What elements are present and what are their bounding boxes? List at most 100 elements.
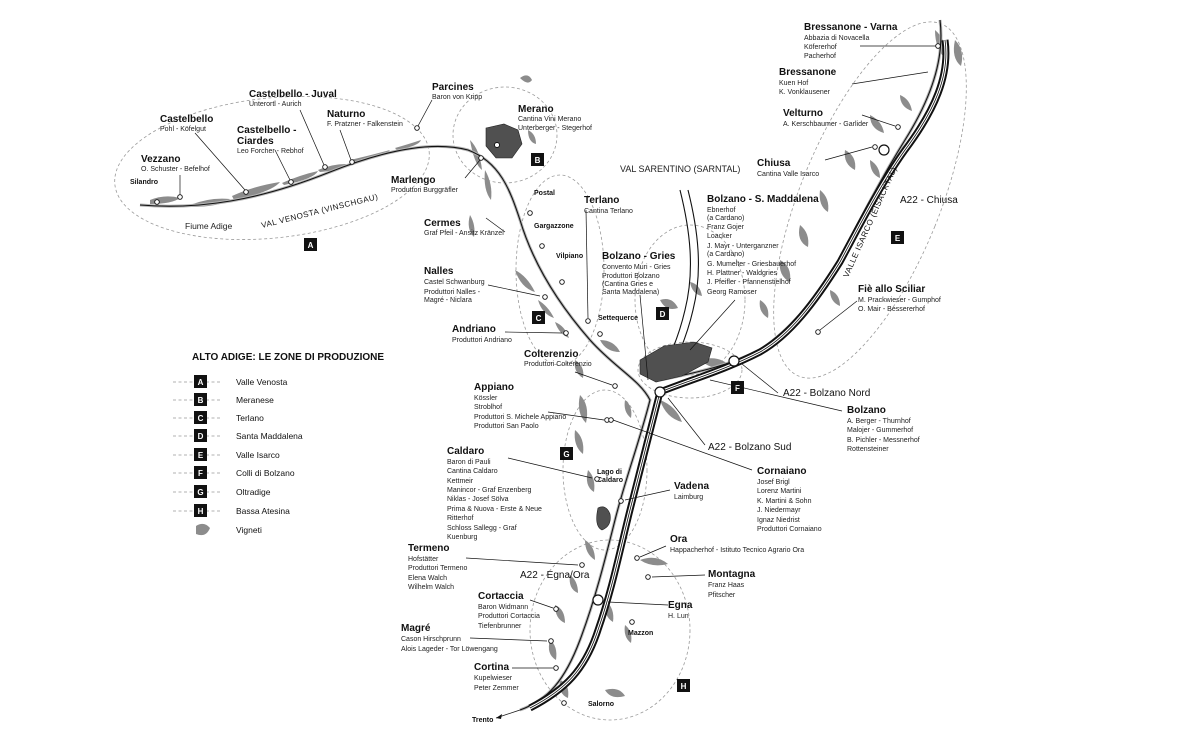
legend-item-vineyards: Vigneti	[196, 523, 262, 536]
svg-text:A. Berger - Thurnhof: A. Berger - Thurnhof	[847, 418, 911, 425]
svg-text:Peter Zemmer: Peter Zemmer	[474, 685, 519, 692]
place-lago-caldaro: Lago di	[597, 469, 622, 476]
svg-text:Parcines: Parcines	[432, 82, 474, 93]
vineyard-swatch-icon	[196, 523, 210, 536]
label-castelbello-ciardes: Castelbello - Ciardes Leo Forcher - Rebh…	[237, 125, 304, 155]
road-label-bolzano-nord: A22 - Bolzano Nord	[783, 388, 870, 399]
svg-text:Produttori S. Michele Appiano: Produttori S. Michele Appiano	[474, 414, 566, 421]
svg-text:F: F	[735, 384, 740, 393]
svg-text:Alois Lageder - Tor Löwengang: Alois Lageder - Tor Löwengang	[401, 646, 498, 653]
place-lago-caldaro-2: Caldaro	[597, 477, 623, 484]
legend-item-a: A Valle Venosta	[173, 375, 288, 388]
label-magre: Magré Cason Hirschprunn Alois Lageder - …	[401, 623, 498, 653]
svg-text:Nalles: Nalles	[424, 266, 454, 277]
svg-text:Georg Ramoser: Georg Ramoser	[707, 289, 757, 296]
svg-text:Kössler: Kössler	[474, 395, 498, 402]
svg-text:Castelbello -: Castelbello -	[237, 125, 296, 136]
svg-text:Terlano: Terlano	[236, 413, 264, 423]
svg-text:Produttori Burggräfler: Produttori Burggräfler	[391, 187, 459, 194]
svg-text:Marlengo: Marlengo	[391, 175, 435, 186]
svg-text:G. Mumelter - Griesbauerhof: G. Mumelter - Griesbauerhof	[707, 261, 796, 268]
svg-text:Cermes: Cermes	[424, 218, 461, 229]
label-cortaccia: Cortaccia Baron Widmann Produttori Corta…	[478, 591, 540, 630]
svg-text:Ora: Ora	[670, 534, 688, 545]
label-nalles: Nalles Castel Schwanburg Produttori Nall…	[424, 266, 485, 304]
svg-text:Produttori Cornaiano: Produttori Cornaiano	[757, 526, 822, 533]
valley-label-sarentino: VAL SARENTINO (SARNTAL)	[620, 164, 740, 174]
svg-text:G: G	[197, 488, 203, 497]
label-colterenzio: Colterenzio Produttori Colterenzio	[524, 349, 592, 368]
svg-text:Bolzano: Bolzano	[847, 405, 886, 416]
label-bolzano-santa-maddalena: Bolzano - S. Maddalena Ebnerhof (a Carda…	[707, 194, 819, 296]
legend-item-h: H Bassa Atesina	[173, 504, 290, 517]
svg-text:Produttori Andriano: Produttori Andriano	[452, 337, 512, 344]
svg-text:E: E	[198, 451, 204, 460]
svg-text:Termeno: Termeno	[408, 543, 450, 554]
svg-text:O. Schuster - Befelhof: O. Schuster - Befelhof	[141, 166, 210, 173]
svg-text:Castel Schwanburg: Castel Schwanburg	[424, 279, 485, 286]
svg-text:Laimburg: Laimburg	[674, 494, 703, 501]
valley-label-venosta: VAL VENOSTA (VINSCHGAU)	[260, 192, 379, 230]
legend-item-e: E Valle Isarco	[173, 448, 280, 461]
label-marlengo: Marlengo Produttori Burggräfler	[391, 175, 459, 194]
town-bolzano	[639, 341, 713, 383]
river-label-adige: Fiume Adige	[185, 221, 233, 231]
svg-text:Produttori Bolzano: Produttori Bolzano	[602, 273, 660, 280]
label-cortina: Cortina Kupelwieser Peter Zemmer	[474, 662, 519, 692]
zone-marker-d: D	[656, 307, 669, 320]
svg-text:Kuen Hof: Kuen Hof	[779, 80, 808, 87]
legend-item-f: F Colli di Bolzano	[173, 466, 295, 479]
zone-outline-g	[562, 389, 648, 551]
svg-text:Castelbello: Castelbello	[160, 114, 213, 125]
svg-text:Lorenz Martini: Lorenz Martini	[757, 488, 802, 495]
svg-text:K. Vonklausener: K. Vonklausener	[779, 89, 831, 96]
svg-text:Produttori Cortaccia: Produttori Cortaccia	[478, 613, 540, 620]
svg-text:Ritterhof: Ritterhof	[447, 515, 474, 522]
junction-chiusa	[878, 144, 890, 156]
svg-text:C: C	[198, 414, 204, 423]
svg-text:Cortina: Cortina	[474, 662, 509, 673]
svg-text:Pacherhof: Pacherhof	[804, 53, 836, 60]
zone-outline-c	[515, 174, 605, 366]
label-caldaro: Caldaro Baron di Pauli Cantina Caldaro K…	[447, 446, 542, 541]
svg-text:H: H	[198, 507, 204, 516]
leader-lines	[177, 43, 941, 671]
legend-item-d: D Santa Maddalena	[173, 429, 303, 442]
svg-text:Oltradige: Oltradige	[236, 487, 271, 497]
svg-text:Köfererhof: Köfererhof	[804, 44, 837, 51]
svg-text:Vigneti: Vigneti	[236, 525, 262, 535]
label-montagna: Montagna Franz Haas Pfitscher	[708, 569, 756, 599]
zone-marker-a: A	[304, 238, 317, 251]
label-naturno: Naturno F. Pratzner - Falkenstein	[327, 109, 403, 128]
label-vadena: Vadena Laimburg	[674, 481, 709, 501]
label-castelbello: Castelbello Pohl - Köfelgut	[160, 114, 213, 133]
svg-text:Happacherhof - Istituto Tecnic: Happacherhof - Istituto Tecnico Agrario …	[670, 547, 804, 554]
svg-text:H: H	[681, 682, 687, 691]
svg-text:Convento Muri - Gries: Convento Muri - Gries	[602, 264, 671, 271]
svg-text:Malojer - Gummerhof: Malojer - Gummerhof	[847, 427, 913, 434]
valley-label-isarco: VALLE ISARCO (EISACKTAL)	[842, 165, 899, 278]
svg-text:J. Pfeifler - Pfannenstielhof: J. Pfeifler - Pfannenstielhof	[707, 279, 791, 286]
legend: ALTO ADIGE: LE ZONE DI PRODUZIONE A Vall…	[173, 352, 384, 536]
svg-text:(a Cardano): (a Cardano)	[707, 215, 744, 222]
svg-text:Valle Venosta: Valle Venosta	[236, 377, 288, 387]
svg-text:A. Kerschbaumer - Garlider: A. Kerschbaumer - Garlider	[783, 121, 869, 128]
svg-text:Baron von Kripp: Baron von Kripp	[432, 94, 482, 101]
zone-marker-c: C	[532, 311, 545, 324]
label-bressanone: Bressanone Kuen Hof K. Vonklausener	[779, 67, 837, 96]
svg-text:Bolzano - Gries: Bolzano - Gries	[602, 251, 676, 262]
junction-bolzano-sud	[654, 386, 666, 398]
svg-text:Cantina Terlano: Cantina Terlano	[584, 208, 633, 215]
svg-text:Colterenzio: Colterenzio	[524, 349, 578, 360]
label-parcines: Parcines Baron von Kripp	[432, 82, 482, 101]
svg-text:Cantina Vini Merano: Cantina Vini Merano	[518, 116, 581, 123]
svg-text:Hofstätter: Hofstätter	[408, 556, 439, 563]
svg-text:Unterberger - Stegerhof: Unterberger - Stegerhof	[518, 125, 592, 132]
svg-text:Pfitscher: Pfitscher	[708, 592, 736, 599]
svg-text:A: A	[308, 241, 314, 250]
place-postal: Postal	[534, 190, 555, 197]
svg-text:Fiè allo Sciliar: Fiè allo Sciliar	[858, 284, 925, 295]
svg-text:Valle Isarco: Valle Isarco	[236, 450, 280, 460]
label-merano: Merano Cantina Vini Merano Unterberger -…	[518, 104, 592, 132]
